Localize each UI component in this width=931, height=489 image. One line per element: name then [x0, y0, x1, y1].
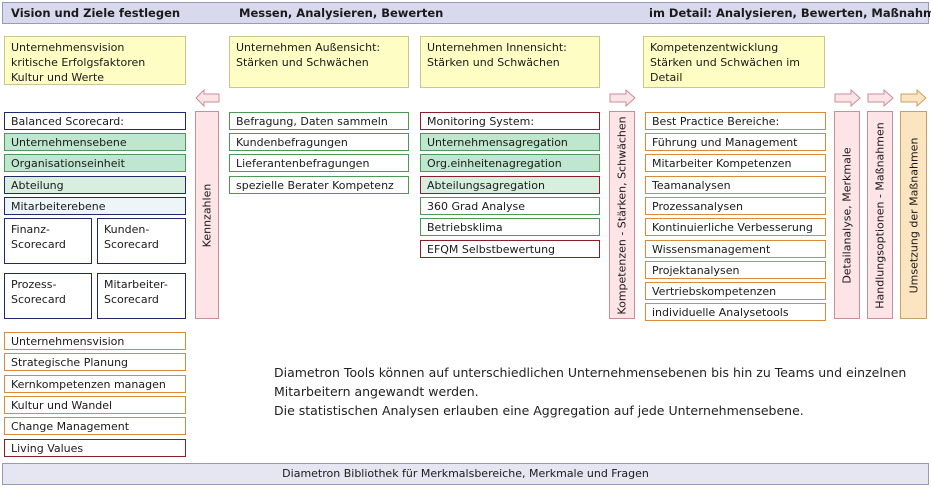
- aussensicht-line: Unternehmen Außensicht:: [236, 41, 381, 54]
- orange-item-kernkompetenzen: Kernkompetenzen managen: [4, 375, 186, 393]
- scorecard-line: Kunden-: [104, 223, 150, 236]
- header-vision: Vision und Ziele festlegen: [11, 6, 181, 20]
- mitarbeiter-scorecard: Mitarbeiter- Scorecard: [97, 273, 186, 319]
- right-arrow-icon: [609, 88, 636, 108]
- aussensicht-line: Stärken und Schwächen: [236, 56, 369, 69]
- right-arrow-icon: [867, 88, 894, 108]
- scorecard-line: Scorecard: [104, 238, 159, 251]
- bsc-unternehmensebene: Unternehmensebene: [4, 133, 186, 151]
- scorecard-line: Finanz-: [11, 223, 51, 236]
- vision-line: Kultur und Werte: [11, 71, 105, 84]
- bp-kvp: Kontinuierliche Verbesserung: [645, 218, 826, 236]
- kompetenz-line: Stärken und Schwächen im: [650, 56, 800, 69]
- umsetzung-bar: Umsetzung der Maßnahmen: [900, 111, 927, 319]
- scorecard-line: Scorecard: [11, 238, 66, 251]
- orange-item-unternehmensvision: Unternehmensvision: [4, 332, 186, 350]
- orange-item-kultur: Kultur und Wandel: [4, 396, 186, 414]
- scorecard-line: Scorecard: [104, 293, 159, 306]
- orange-item-strategische-planung: Strategische Planung: [4, 353, 186, 371]
- right-arrow-icon: [900, 88, 927, 108]
- header-bar: Vision und Ziele festlegen Messen, Analy…: [2, 2, 931, 24]
- befragung-lieferanten: Lieferantenbefragungen: [229, 154, 409, 172]
- scorecard-line: Mitarbeiter-: [104, 278, 168, 291]
- monitoring-abteilung: Abteilungsagregation: [420, 176, 600, 194]
- footer-bar: Diametron Bibliothek für Merkmalsbereich…: [2, 463, 929, 485]
- bp-team: Teamanalysen: [645, 176, 826, 194]
- kompetenz-line: Detail: [650, 71, 683, 84]
- orange-item-living-values: Living Values: [4, 439, 186, 457]
- monitoring-unternehmen: Unternehmensagregation: [420, 133, 600, 151]
- left-arrow-icon: [195, 88, 220, 108]
- bp-tools: individuelle Analysetools: [645, 303, 826, 321]
- vision-line: kritische Erfolgsfaktoren: [11, 56, 146, 69]
- header-messen: Messen, Analysieren, Bewerten: [239, 6, 444, 20]
- kompetenzentwicklung-box: Kompetenzentwicklung Stärken und Schwäch…: [643, 36, 825, 88]
- bsc-mitarbeiterebene: Mitarbeiterebene: [4, 197, 186, 215]
- detailanalyse-label: Detailanalyse, Merkmale: [840, 146, 854, 284]
- bp-projekt: Projektanalysen: [645, 261, 826, 279]
- bp-mitarbeiter: Mitarbeiter Kompetenzen: [645, 154, 826, 172]
- bsc-title: Balanced Scorecard:: [4, 112, 186, 130]
- scorecard-line: Prozess-: [11, 278, 57, 291]
- bp-fuehrung: Führung und Management: [645, 133, 826, 151]
- description-line: Mitarbeitern angewandt werden.: [274, 384, 479, 399]
- detailanalyse-bar: Detailanalyse, Merkmale: [834, 111, 860, 319]
- kennzahlen-bar: Kennzahlen: [195, 111, 219, 319]
- scorecard-line: Scorecard: [11, 293, 66, 306]
- bp-wissen: Wissensmanagement: [645, 240, 826, 258]
- bsc-organisationseinheit: Organisationseinheit: [4, 154, 186, 172]
- finanz-scorecard: Finanz- Scorecard: [4, 218, 92, 264]
- monitoring-efqm: EFQM Selbstbewertung: [420, 240, 600, 258]
- kompetenz-line: Kompetenzentwicklung: [650, 41, 779, 54]
- right-arrow-icon: [834, 88, 861, 108]
- befragung-kunden: Kundenbefragungen: [229, 133, 409, 151]
- bsc-abteilung: Abteilung: [4, 176, 186, 194]
- kompetenzen-label: Kompetenzen - Stärken, Schwächen: [615, 115, 629, 315]
- description-text: Diametron Tools können auf unterschiedli…: [274, 363, 914, 420]
- monitoring-betriebsklima: Betriebsklima: [420, 218, 600, 236]
- bp-vertrieb: Vertriebskompetenzen: [645, 282, 826, 300]
- monitoring-360: 360 Grad Analyse: [420, 197, 600, 215]
- bp-prozess: Prozessanalysen: [645, 197, 826, 215]
- innensicht-box: Unternehmen Innensicht: Stärken und Schw…: [420, 36, 600, 88]
- bp-title: Best Practice Bereiche:: [645, 112, 826, 130]
- aussensicht-box: Unternehmen Außensicht: Stärken und Schw…: [229, 36, 409, 88]
- innensicht-line: Unternehmen Innensicht:: [427, 41, 567, 54]
- kunden-scorecard: Kunden- Scorecard: [97, 218, 186, 264]
- befragung-title: Befragung, Daten sammeln: [229, 112, 409, 130]
- handlungsoptionen-label: Handlungsoptionen - Maßnahmen: [873, 121, 887, 309]
- innensicht-line: Stärken und Schwächen: [427, 56, 560, 69]
- umsetzung-label: Umsetzung der Maßnahmen: [907, 137, 920, 293]
- orange-item-change: Change Management: [4, 417, 186, 435]
- prozess-scorecard: Prozess- Scorecard: [4, 273, 92, 319]
- description-line: Die statistischen Analysen erlauben eine…: [274, 403, 804, 418]
- vision-box: Unternehmensvision kritische Erfolgsfakt…: [4, 36, 186, 85]
- kennzahlen-label: Kennzahlen: [200, 183, 214, 247]
- header-detail: im Detail: Analysieren, Bewerten, Maßnah…: [649, 6, 931, 20]
- monitoring-orgeinheiten: Org.einheitenagregation: [420, 154, 600, 172]
- monitoring-title: Monitoring System:: [420, 112, 600, 130]
- vision-line: Unternehmensvision: [11, 41, 125, 54]
- befragung-berater: spezielle Berater Kompetenz: [229, 176, 409, 194]
- handlungsoptionen-bar: Handlungsoptionen - Maßnahmen: [867, 111, 893, 319]
- description-line: Diametron Tools können auf unterschiedli…: [274, 365, 907, 380]
- kompetenzen-bar: Kompetenzen - Stärken, Schwächen: [609, 111, 635, 319]
